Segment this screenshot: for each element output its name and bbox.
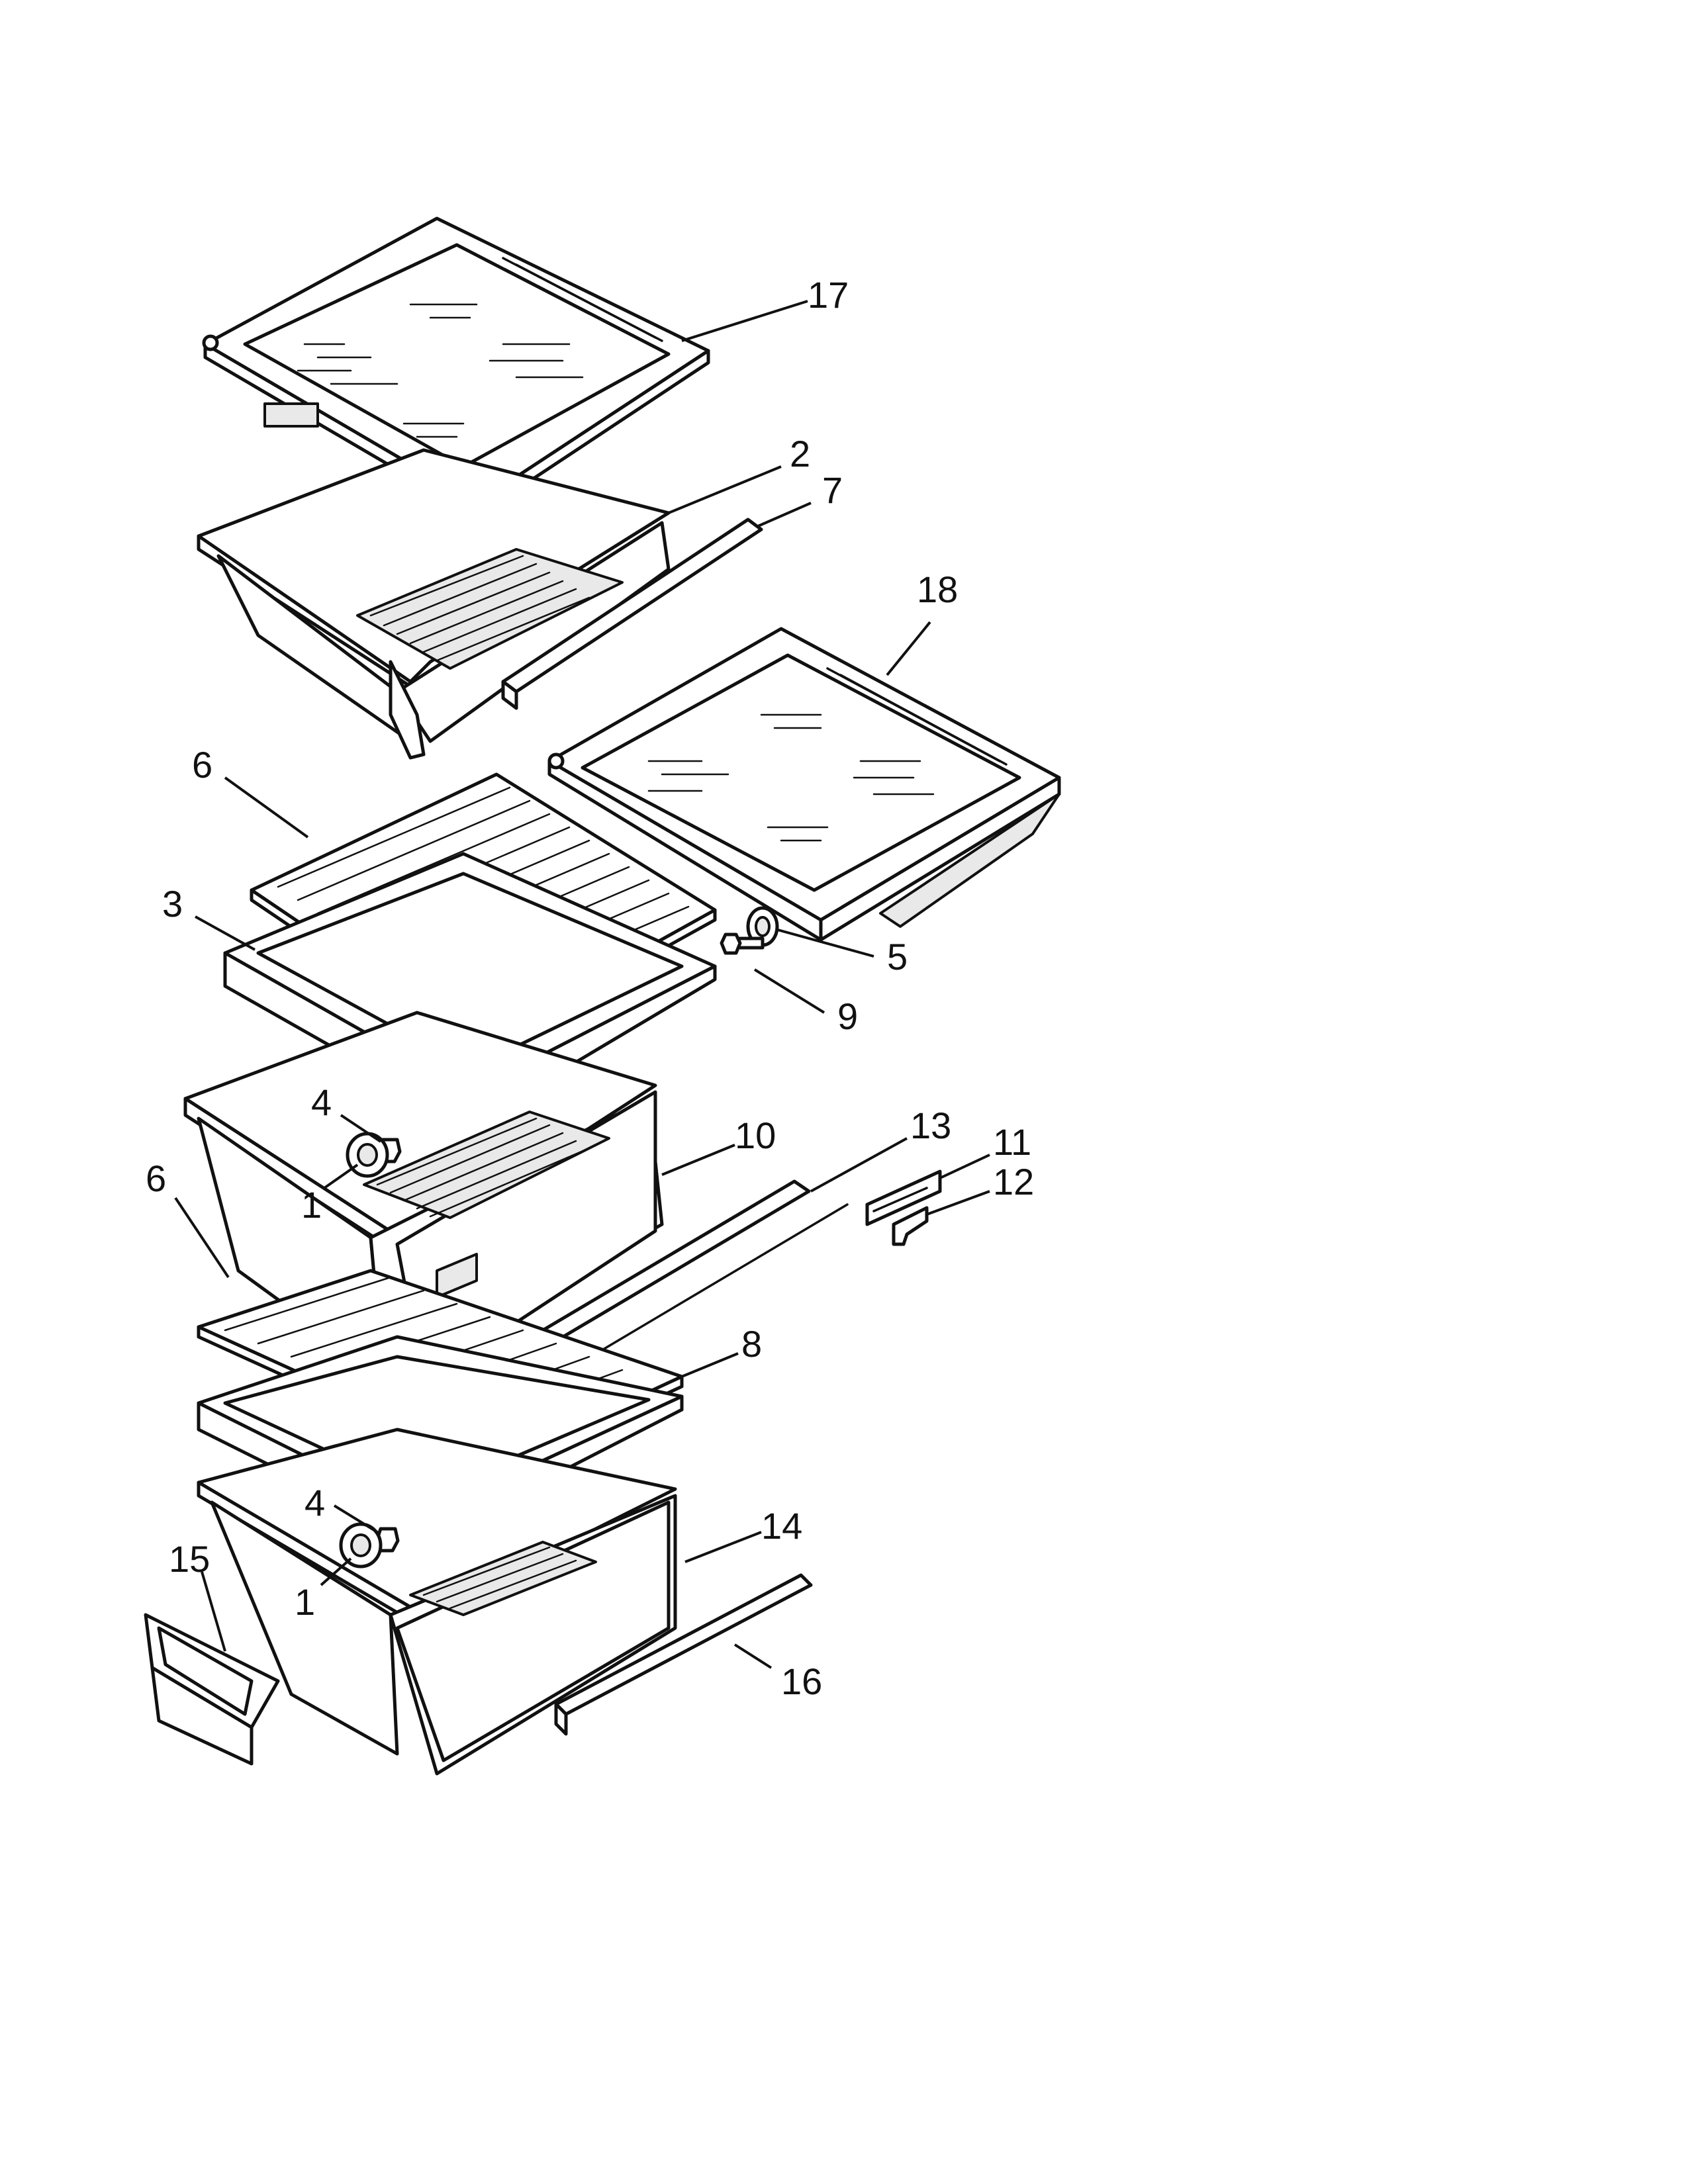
callout-7: 7 [822, 469, 843, 511]
callout-4-upper: 4 [311, 1081, 332, 1123]
callout-17: 17 [808, 274, 849, 316]
leader-16 [733, 1643, 773, 1669]
callout-1-lower: 1 [295, 1581, 315, 1623]
callout-14: 14 [761, 1505, 802, 1547]
leader-14 [684, 1531, 762, 1563]
leader-10 [661, 1144, 735, 1176]
callout-8: 8 [741, 1323, 762, 1365]
leader-13 [810, 1137, 908, 1193]
leader-17 [681, 300, 808, 342]
leader-18 [886, 621, 931, 676]
callout-6-upper: 6 [192, 744, 212, 786]
callout-9: 9 [837, 995, 858, 1037]
part-9-screw [720, 933, 765, 955]
leader-8 [681, 1352, 739, 1378]
callout-5: 5 [887, 936, 908, 978]
callout-11: 11 [993, 1121, 1031, 1163]
leader-4b [333, 1504, 379, 1533]
leader-4a [340, 1114, 382, 1143]
part-17-glass-shelf [202, 216, 710, 518]
leader-1a [323, 1163, 359, 1189]
part-2-crisper-drawer [197, 448, 671, 760]
leader-2 [668, 465, 782, 514]
callout-labels: 17 2 7 18 6 3 5 9 4 1 10 13 11 12 6 8 4 … [146, 274, 1034, 1702]
part-1-roller-upper [346, 1132, 389, 1178]
leader-15 [201, 1571, 226, 1652]
part-5-roller [746, 906, 779, 947]
callout-2: 2 [790, 433, 810, 475]
callout-13: 13 [910, 1105, 951, 1146]
part-7-drawer-trim [501, 518, 763, 710]
part-12-clip [892, 1206, 929, 1246]
leader-lines [174, 300, 990, 1669]
callout-16: 16 [781, 1661, 822, 1702]
callout-4-lower: 4 [305, 1482, 325, 1524]
leader-12 [926, 1190, 990, 1216]
part-16-drawer-trim [554, 1573, 813, 1736]
callout-18: 18 [917, 569, 958, 610]
part-11-bracket [865, 1169, 942, 1226]
leader-1b [320, 1557, 352, 1586]
part-18-glass-shelf [547, 627, 1061, 942]
leader-11 [939, 1154, 990, 1179]
leader-3 [195, 915, 256, 951]
callout-15: 15 [169, 1538, 210, 1580]
part-1-roller-lower [339, 1522, 383, 1569]
leader-9 [753, 968, 825, 1014]
callout-1-upper: 1 [301, 1184, 322, 1226]
callout-3: 3 [162, 883, 183, 925]
leader-5 [777, 929, 874, 958]
leader-6a [224, 776, 309, 839]
callout-10: 10 [735, 1115, 776, 1156]
callout-6-lower: 6 [146, 1158, 166, 1199]
part-14-crisper-drawer [197, 1428, 677, 1776]
callout-12: 12 [993, 1161, 1034, 1203]
leader-7 [757, 502, 812, 527]
leader-6b [174, 1197, 230, 1279]
part-15-label-holder [144, 1613, 280, 1766]
